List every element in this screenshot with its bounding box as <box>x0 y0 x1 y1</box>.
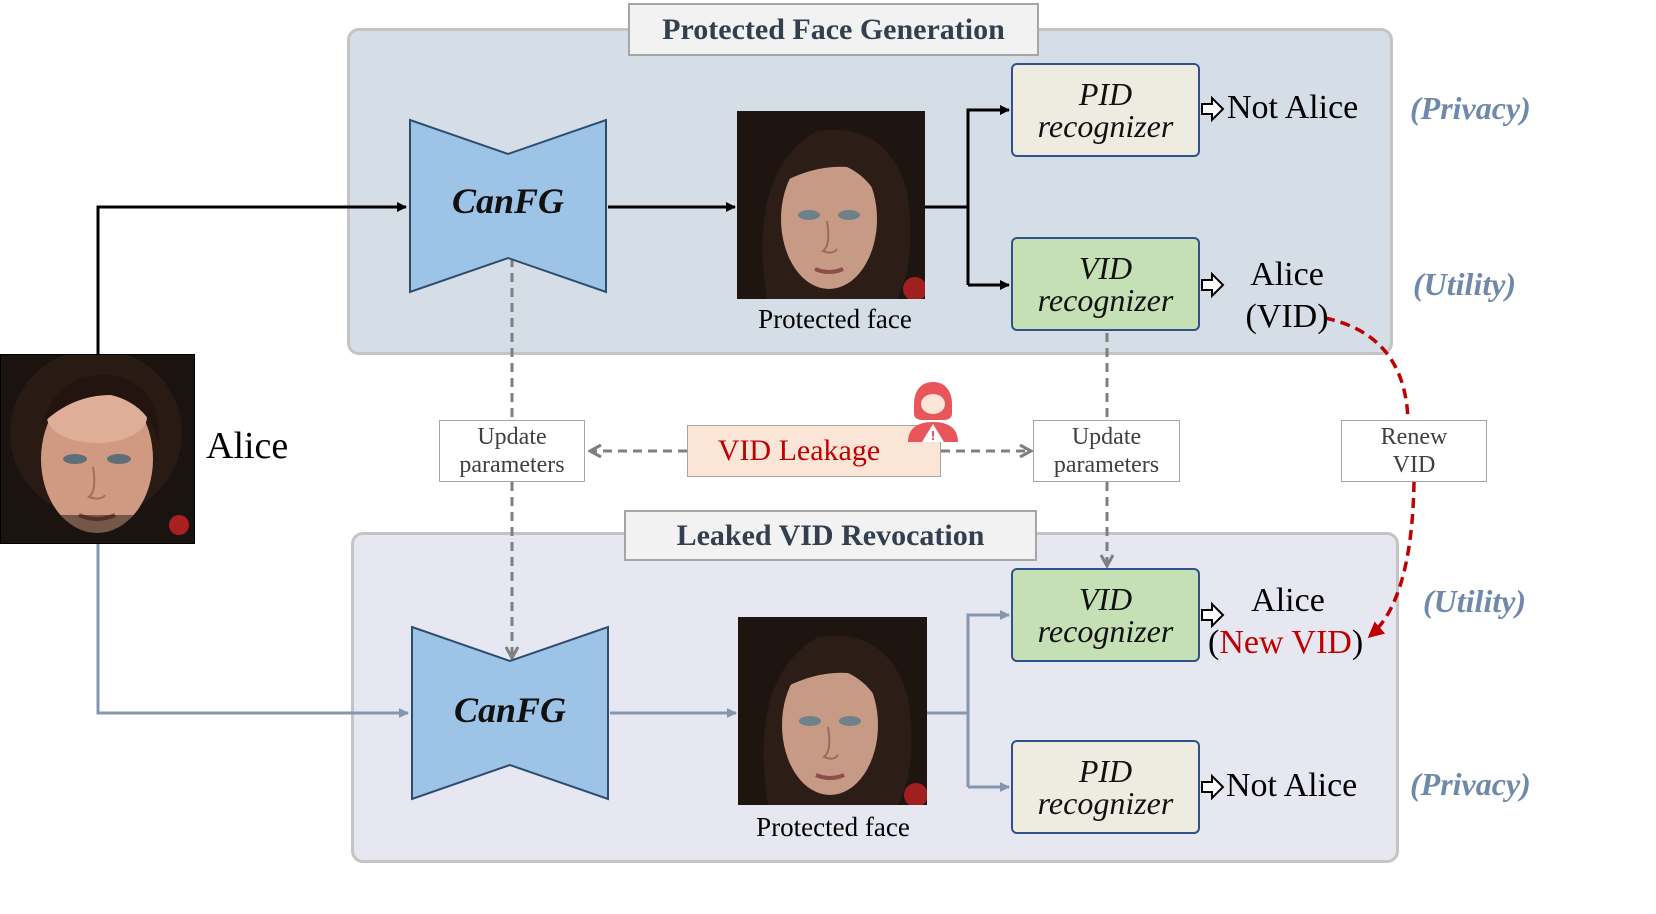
bottom-privacy-tag: (Privacy) <box>1410 766 1531 802</box>
bottom-vid-result-close: ) <box>1351 624 1364 661</box>
bottom-protected-face-photo <box>738 617 927 805</box>
bottom-vid-recognizer-line2: recognizer <box>1037 613 1174 649</box>
update-right-line1: Update <box>1071 424 1142 450</box>
top-vid-result-id: (VID) <box>1245 298 1329 335</box>
bottom-vid-result-open: ( <box>1208 624 1220 661</box>
bottom-canfg-generator <box>411 625 609 801</box>
update-parameters-left-box: Update parameters <box>439 420 585 482</box>
protected-face-generation-title-box: Protected Face Generation <box>628 3 1039 56</box>
bottom-vid-result-new: New VID <box>1219 624 1352 661</box>
bottom-vid-recognizer-line1: VID <box>1078 581 1133 617</box>
vid-leakage-label: VID Leakage <box>717 434 881 467</box>
update-parameters-right-box: Update parameters <box>1033 420 1180 482</box>
renew-vid-box: Renew VID <box>1341 420 1487 482</box>
update-left-line2: parameters <box>459 452 565 478</box>
bottom-pid-recognizer-line2: recognizer <box>1037 785 1174 821</box>
bottom-vid-result-name: Alice <box>1251 582 1325 619</box>
input-face-photo <box>0 354 195 544</box>
top-pid-recognizer: PID recognizer <box>1011 63 1200 157</box>
top-privacy-tag: (Privacy) <box>1410 90 1531 126</box>
bottom-pid-recognizer-line1: PID <box>1078 753 1133 789</box>
top-vid-recognizer: VID recognizer <box>1011 237 1200 331</box>
top-protected-face-photo <box>737 111 925 299</box>
input-name-label: Alice <box>206 425 289 467</box>
leaked-vid-revocation-title-box: Leaked VID Revocation <box>624 510 1037 561</box>
bottom-canfg-label: CanFG <box>453 690 567 730</box>
leaked-vid-revocation-title: Leaked VID Revocation <box>676 518 985 552</box>
svg-text:!: ! <box>930 429 935 443</box>
update-left-line1: Update <box>477 424 547 450</box>
vid-leakage-box: VID Leakage <box>687 425 941 477</box>
bottom-pid-result: Not Alice <box>1226 767 1358 804</box>
protected-face-generation-title: Protected Face Generation <box>662 12 1005 46</box>
bottom-pid-recognizer: PID recognizer <box>1011 740 1200 834</box>
update-right-line2: parameters <box>1053 452 1160 478</box>
top-vid-result-name: Alice <box>1250 256 1324 293</box>
renew-line1: Renew <box>1380 424 1448 450</box>
bottom-utility-tag: (Utility) <box>1423 583 1527 619</box>
top-vid-recognizer-line2: recognizer <box>1037 282 1174 318</box>
top-protected-face-caption: Protected face <box>758 304 912 334</box>
top-utility-tag: (Utility) <box>1413 266 1517 302</box>
bottom-vid-recognizer: VID recognizer <box>1011 568 1200 662</box>
top-pid-recognizer-line2: recognizer <box>1037 108 1174 144</box>
top-canfg-label: CanFG <box>451 181 565 221</box>
top-canfg-generator <box>409 118 607 294</box>
top-vid-recognizer-line1: VID <box>1078 250 1133 286</box>
bottom-protected-face-caption: Protected face <box>756 812 910 842</box>
renew-line2: VID <box>1392 452 1436 478</box>
bottom-vid-result-id: (New VID) <box>1208 624 1363 662</box>
hacker-alert-icon: ! <box>908 382 958 443</box>
top-pid-recognizer-line1: PID <box>1078 76 1133 112</box>
top-pid-result: Not Alice <box>1227 89 1359 126</box>
